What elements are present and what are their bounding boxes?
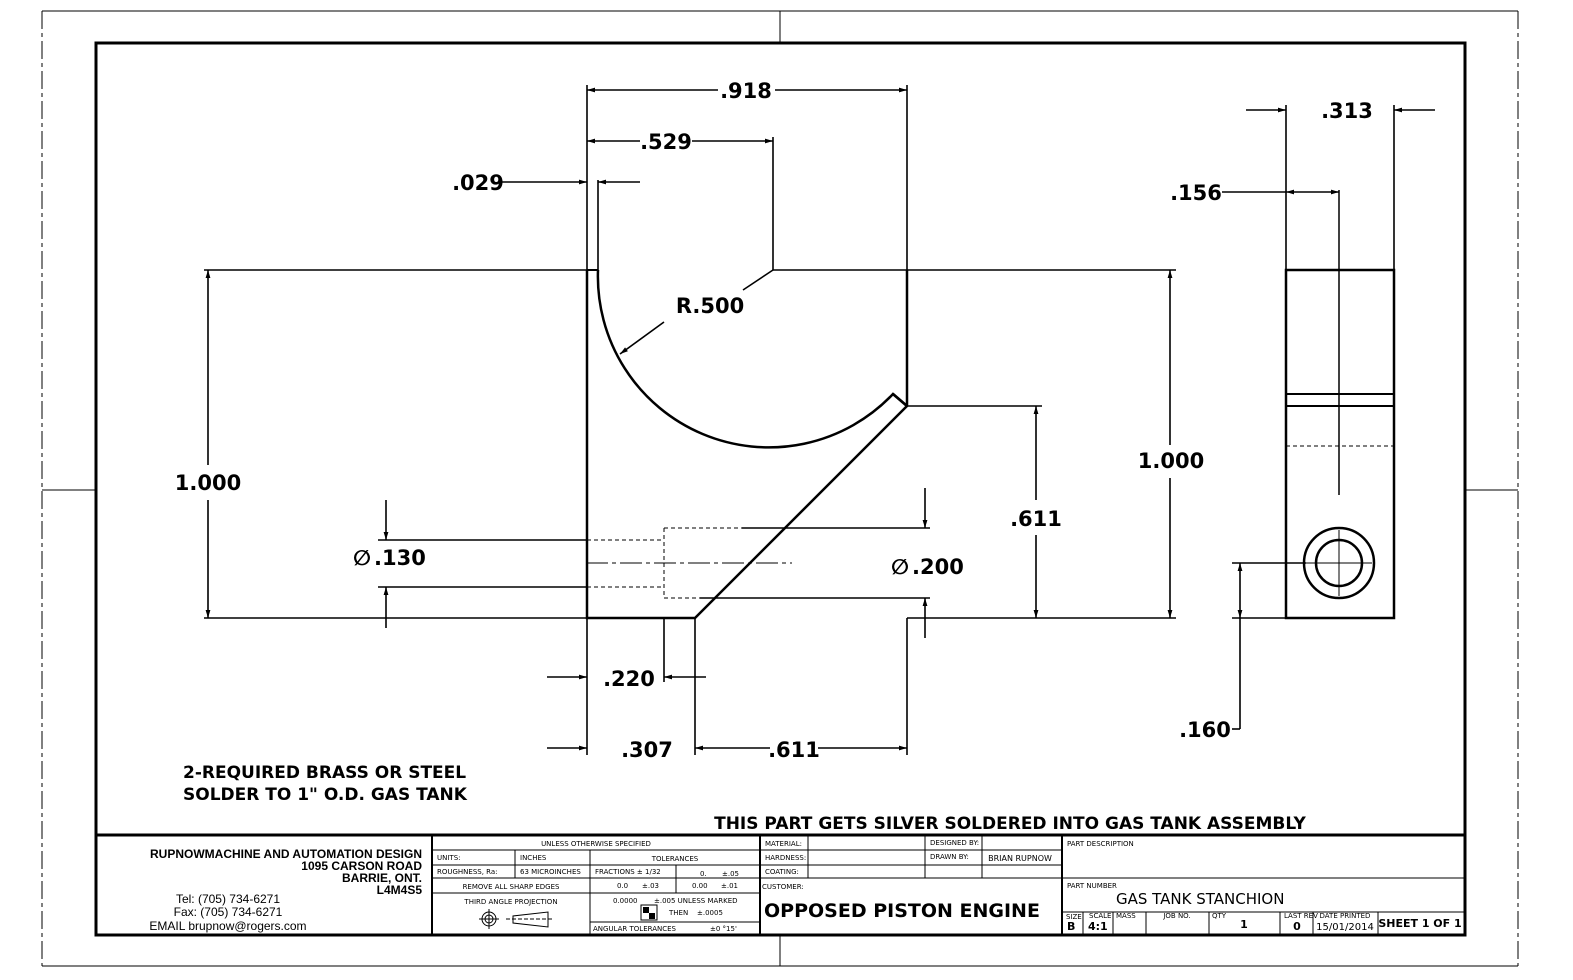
note-solder: SOLDER TO 1" O.D. GAS TANK — [183, 785, 468, 805]
tolerance-0000-value: ±.005 UNLESS MARKED — [654, 897, 738, 905]
projection-label: THIRD ANGLE PROJECTION — [463, 898, 557, 906]
date-printed-label: DATE PRINTED — [1320, 912, 1371, 920]
qty-label: QTY — [1212, 912, 1227, 920]
company-address2: BARRIE, ONT. — [342, 871, 422, 885]
company-name: RUPNOWMACHINE AND AUTOMATION DESIGN — [150, 847, 422, 861]
drawn-by-label: DRAWN BY: — [930, 853, 969, 861]
material-label: MATERIAL: — [765, 840, 802, 848]
dim-bore-small-value: .130 — [374, 546, 426, 570]
note-required-material: 2-REQUIRED BRASS OR STEEL — [183, 763, 466, 783]
job-number-label: JOB NO. — [1162, 912, 1190, 920]
outer-border — [41, 10, 1519, 967]
angular-tolerances: ANGULAR TOLERANCES — [593, 925, 677, 933]
tolerances-header: TOLERANCES — [651, 855, 699, 863]
dim-lip-offset: .029 — [452, 171, 504, 195]
edges-note: REMOVE ALL SHARP EDGES — [463, 883, 560, 891]
angular-tolerances-value: ±0 °15' — [710, 925, 737, 933]
units-value: INCHES — [520, 854, 547, 862]
tolerance-0: 0. — [700, 870, 707, 878]
units-label: UNITS: — [437, 854, 461, 862]
dim-chamfer-start: .307 — [621, 738, 673, 762]
surface-finish-symbol-icon — [640, 904, 658, 921]
dim-chamfer-width: .611 — [768, 738, 820, 762]
front-view-dimensions — [204, 85, 1176, 755]
side-view-dimensions — [1222, 105, 1435, 730]
part-description-label: PART DESCRIPTION — [1067, 840, 1134, 848]
dim-radius: R.500 — [676, 294, 744, 318]
scale-value: 4:1 — [1088, 920, 1108, 933]
company-address1: 1095 CARSON ROAD — [301, 859, 422, 873]
dim-side-thickness: .313 — [1321, 99, 1373, 123]
tolerance-000: 0.00 — [692, 882, 708, 890]
dim-chamfer-height: .611 — [1010, 507, 1062, 531]
mass-label: MASS — [1116, 912, 1136, 920]
part-number-label: PART NUMBER — [1067, 882, 1117, 890]
tolerance-00-value: ±.03 — [642, 882, 659, 890]
tolerance-000-value: ±.01 — [721, 882, 738, 890]
dim-counterbore-depth: .220 — [603, 667, 655, 691]
dim-radius-offset: .529 — [640, 130, 692, 154]
dim-overall-width: .918 — [720, 79, 772, 103]
tolerance-then: THEN — [668, 909, 688, 917]
part-number-value: GAS TANK STANCHION — [1116, 890, 1284, 908]
company-postal: L4M4S5 — [377, 883, 423, 897]
company-email: EMAIL brupnow@rogers.com — [149, 919, 306, 933]
note-assembly: THIS PART GETS SILVER SOLDERED INTO GAS … — [714, 814, 1306, 834]
scale-label: SCALE — [1089, 912, 1111, 920]
drawn-by-value: BRIAN RUPNOW — [988, 854, 1052, 863]
tolerance-fractions: FRACTIONS ± 1/32 — [595, 868, 661, 876]
side-view — [1284, 190, 1396, 620]
dim-height-left: 1.000 — [175, 471, 241, 495]
last-rev-label: LAST REV — [1284, 912, 1318, 920]
customer-label: CUSTOMER: — [762, 883, 804, 891]
dim-side-hole-height: .160 — [1179, 718, 1231, 742]
roughness-label: ROUGHNESS, Ra: — [437, 868, 498, 876]
sheet-number: SHEET 1 OF 1 — [1378, 917, 1461, 930]
company-tel: Tel: (705) 734-6271 — [176, 892, 280, 906]
dim-bore-large-value: .200 — [912, 555, 964, 579]
customer-value: OPPOSED PISTON ENGINE — [764, 900, 1040, 922]
tolerance-then-value: ±.0005 — [697, 909, 723, 917]
qty-value: 1 — [1240, 918, 1248, 931]
dim-bore-large: ∅ .200 — [891, 555, 964, 579]
designed-by-label: DESIGNED BY: — [930, 839, 979, 847]
third-angle-projection-icon — [479, 909, 553, 929]
dim-height-right: 1.000 — [1138, 449, 1204, 473]
roughness-value: 63 MICROINCHES — [520, 868, 581, 876]
front-view — [585, 269, 909, 620]
diameter-symbol-icon: ∅ — [353, 546, 371, 570]
date-printed-value: 15/01/2014 — [1316, 922, 1374, 933]
tolerance-0-value: ±.05 — [722, 870, 739, 878]
coating-label: COATING: — [765, 868, 799, 876]
size-value: B — [1067, 920, 1075, 933]
drawing-frame — [94, 41, 1467, 937]
size-label: SIZE — [1066, 913, 1082, 921]
tolerance-0000: 0.0000 — [613, 897, 638, 905]
tolerance-00: 0.0 — [617, 882, 628, 890]
specs-header: UNLESS OTHERWISE SPECIFIED — [541, 840, 651, 848]
dim-side-half-thickness: .156 — [1170, 181, 1222, 205]
company-fax: Fax: (705) 734-6271 — [174, 905, 283, 919]
hardness-label: HARDNESS: — [765, 854, 806, 862]
diameter-symbol-icon: ∅ — [891, 555, 909, 579]
title-block: RUPNOWMACHINE AND AUTOMATION DESIGN 1095… — [96, 833, 1465, 935]
last-rev-value: 0 — [1293, 920, 1301, 933]
dim-bore-small: ∅ .130 — [353, 546, 426, 570]
